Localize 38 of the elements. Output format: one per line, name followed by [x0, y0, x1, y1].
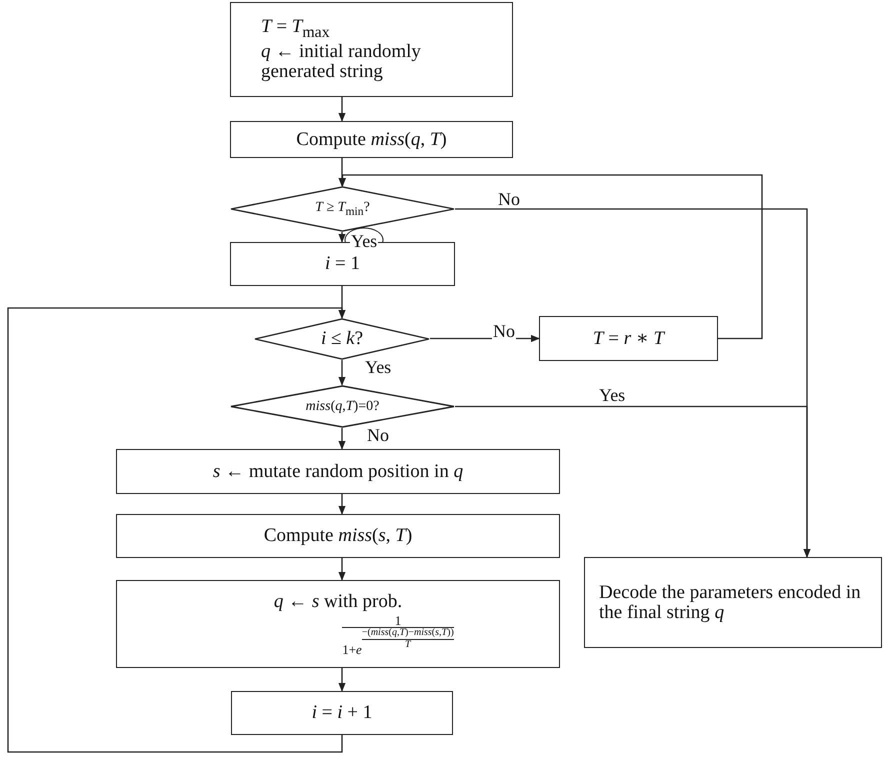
process-text: i = i + 1 — [312, 703, 372, 723]
edge-label: No — [492, 322, 516, 340]
edge-label: No — [497, 190, 521, 208]
process-text: Decode the parameters encoded in the final string q — [599, 582, 862, 622]
edge-label: No — [366, 426, 390, 444]
flow-arrow — [7, 307, 346, 753]
flow-arrow — [338, 494, 346, 515]
process-text: Compute miss(s, T) — [264, 526, 412, 546]
process-box — [116, 580, 560, 668]
process-box — [230, 121, 513, 158]
probability-formula: 1 1+e −(miss(q,T)−miss(s,T)) T — [342, 614, 454, 656]
flow-arrow — [338, 668, 346, 692]
process-text: T = T$_{max}$ — [261, 17, 330, 42]
process-box — [584, 557, 882, 648]
flow-arrow — [338, 360, 346, 386]
decision-text: miss(q,T)=0? — [306, 398, 380, 414]
flow-arrow — [430, 334, 540, 342]
process-text: q ← initial randomly generated string — [261, 42, 422, 82]
decision-text: T ≥ T$_{min}$? — [315, 200, 370, 218]
flow-arrow — [455, 406, 811, 558]
process-text: s ← mutate random position in q — [212, 462, 464, 482]
process-box — [230, 2, 513, 97]
process-text: q ← s with prob. — [274, 592, 402, 612]
edge-label: Yes — [598, 386, 626, 404]
flow-arrow — [338, 558, 346, 581]
process-box — [116, 449, 560, 494]
process-box — [539, 316, 718, 361]
process-text: Compute miss(q, T) — [296, 130, 447, 150]
flow-arrow — [338, 97, 346, 122]
flow-arrow — [338, 428, 346, 450]
process-text: i = 1 — [325, 254, 360, 274]
flow-arrow — [338, 232, 346, 243]
decision-text: i ≤ k? — [320, 328, 364, 350]
process-box — [231, 691, 453, 735]
process-text: T = r ∗ T — [592, 328, 664, 348]
edge-label: Yes — [350, 232, 378, 250]
edge-label: Yes — [364, 358, 392, 376]
process-box — [116, 514, 560, 558]
